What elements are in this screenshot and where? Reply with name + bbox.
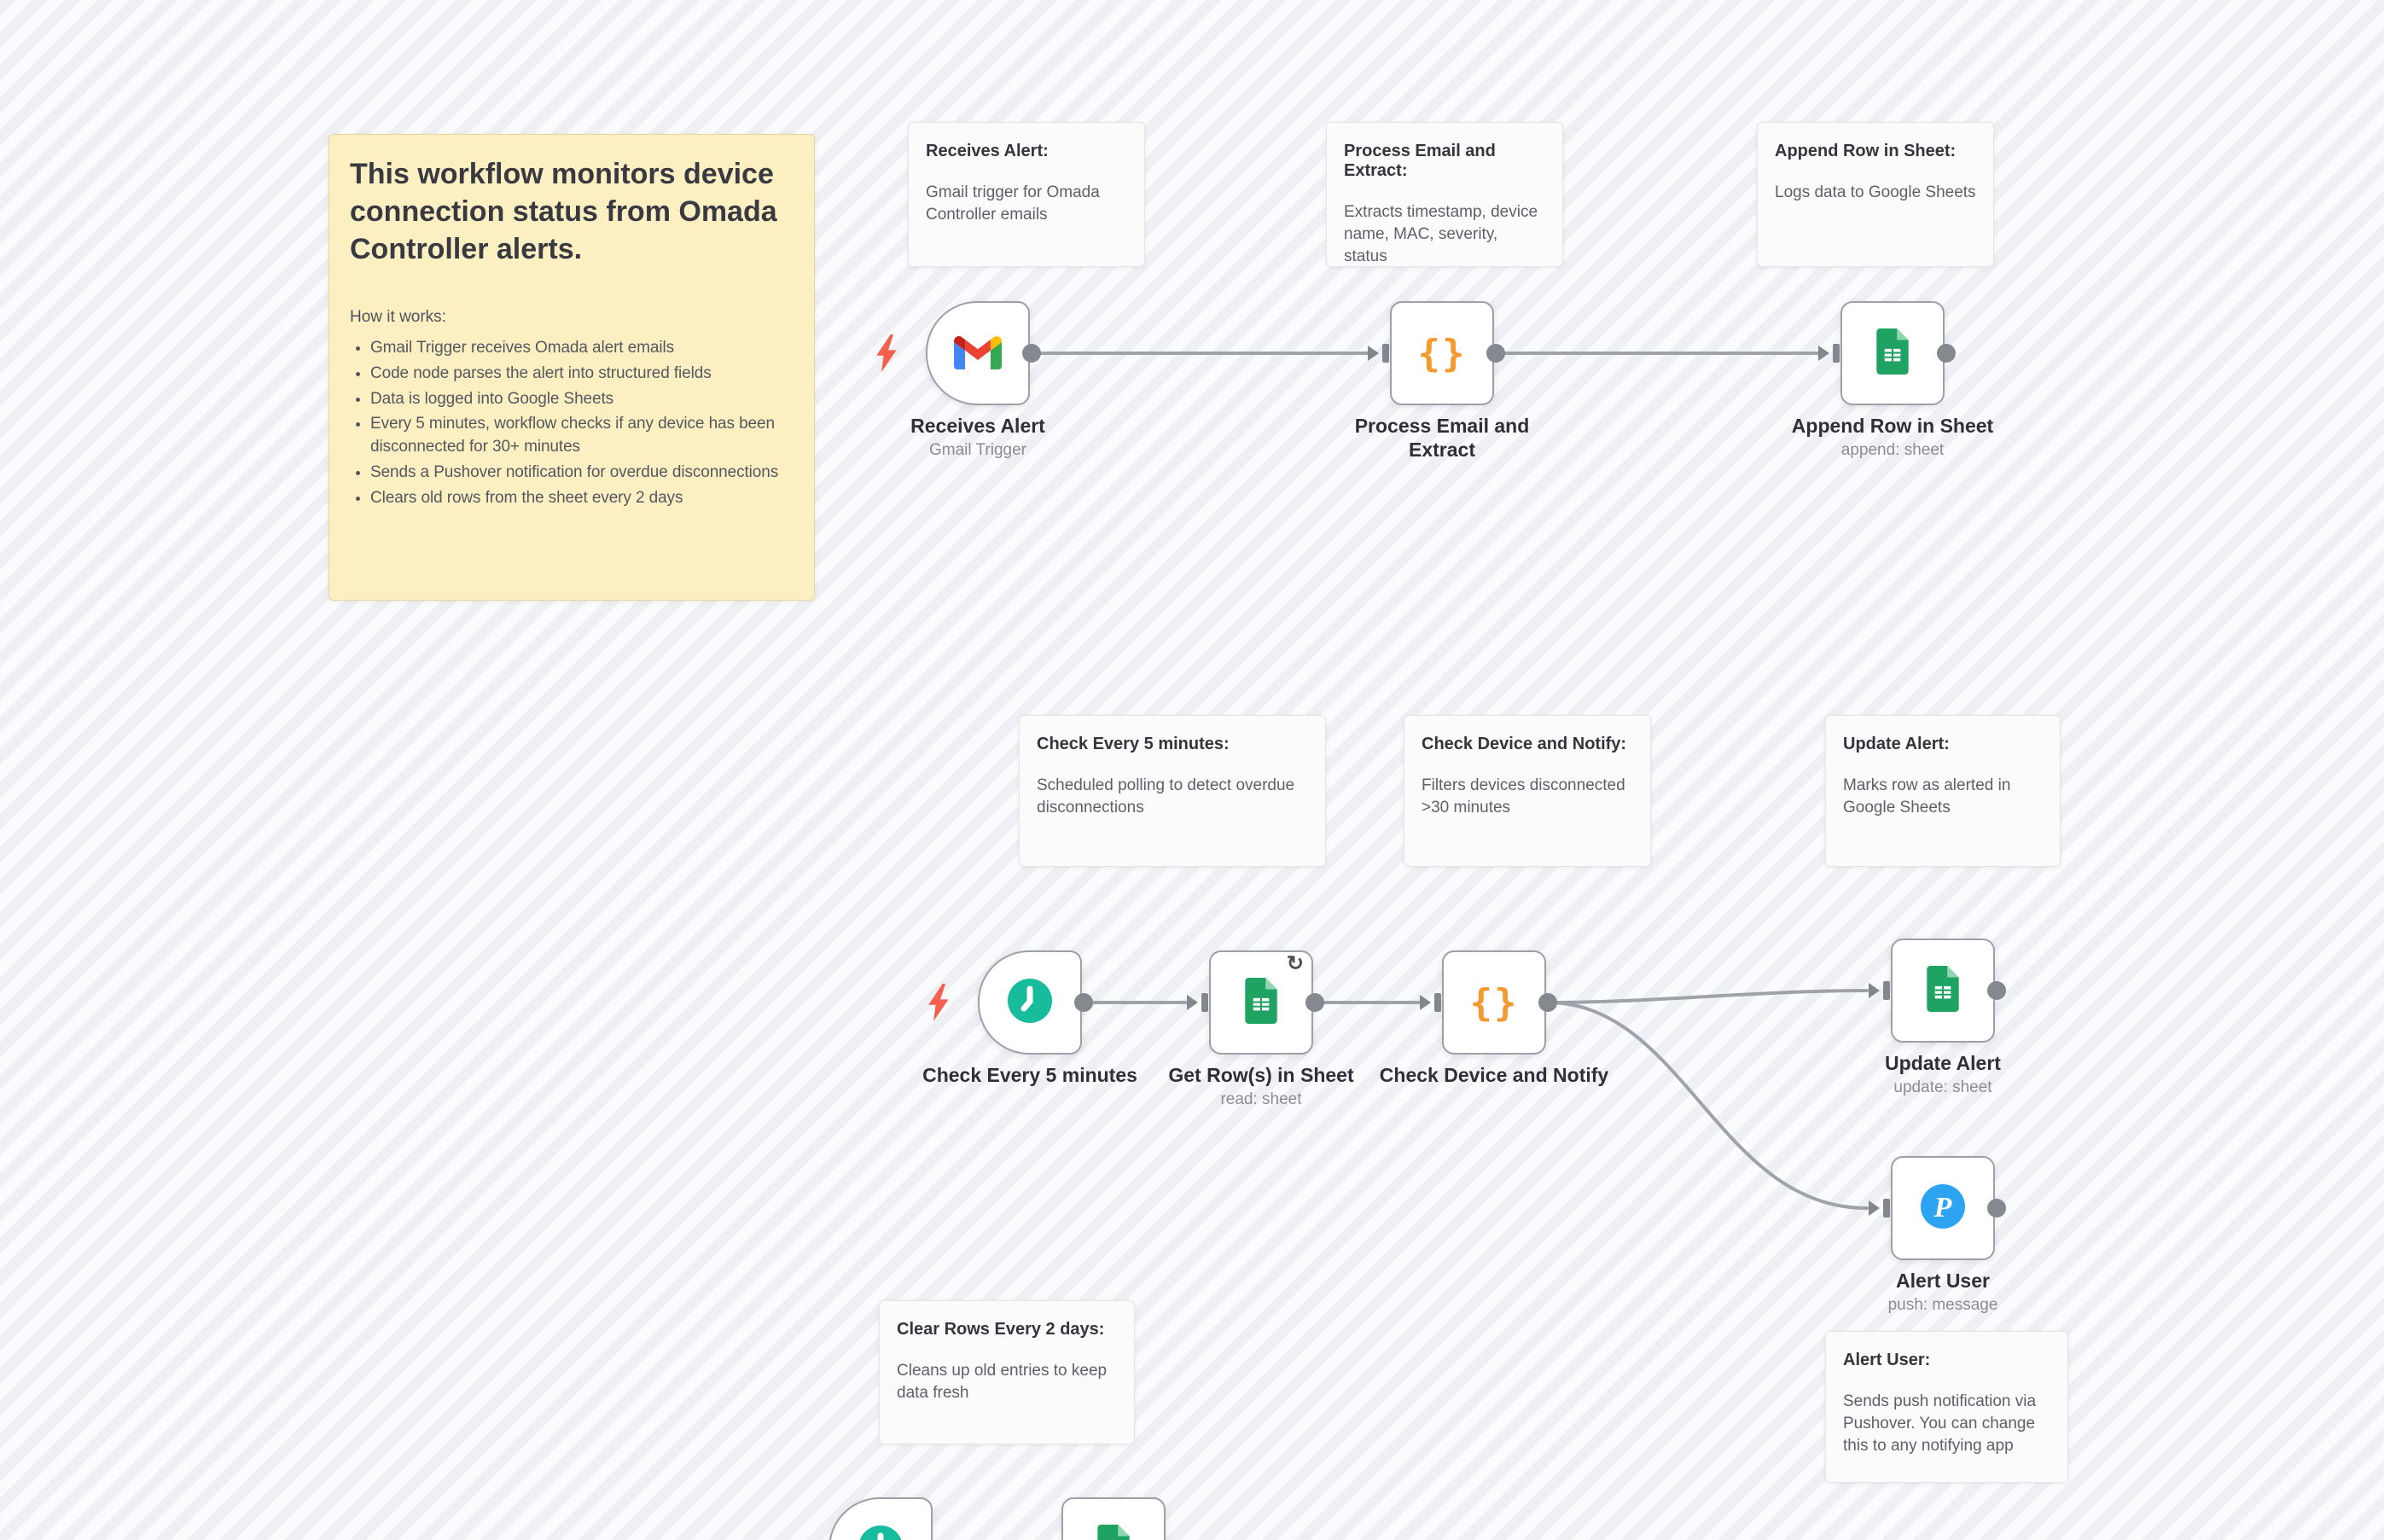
node-label: Alert User bbox=[1896, 1270, 1990, 1292]
node-receives-alert[interactable]: Receives Alert Gmail Trigger bbox=[876, 301, 1045, 459]
sticky-title: Alert User: bbox=[1843, 1351, 1931, 1369]
node-label: Process Email and Extract bbox=[1354, 415, 1530, 462]
how-it-works-bullet: Gmail Trigger receives Omada alert email… bbox=[370, 337, 794, 360]
node-check-device-and-notify[interactable]: {} Check Device and Notify bbox=[1380, 950, 1608, 1086]
how-it-works-bullet: Code node parses the alert into structur… bbox=[370, 363, 794, 386]
output-port[interactable] bbox=[1538, 993, 1557, 1012]
edge-checkdevice-to-alertuser bbox=[1548, 1001, 1869, 1210]
clock-icon bbox=[1006, 977, 1054, 1029]
output-port[interactable] bbox=[1486, 344, 1505, 363]
how-it-works-bullet: Sends a Pushover notification for overdu… bbox=[370, 462, 794, 485]
sticky-body: Filters devices disconnected >30 minutes bbox=[1422, 776, 1625, 817]
sticky-note-append-row[interactable]: Append Row in Sheet: Logs data to Google… bbox=[1757, 122, 1994, 267]
output-port[interactable] bbox=[1937, 344, 1956, 363]
node-label: Append Row in Sheet bbox=[1791, 415, 1994, 437]
node-sublabel: push: message bbox=[1887, 1296, 1998, 1314]
node-get-rows-in-sheet[interactable]: ↻ Get Row(s) in Sheet read: sheet bbox=[1168, 950, 1354, 1108]
sticky-body: Cleans up old entries to keep data fresh bbox=[897, 1362, 1108, 1403]
node-sublabel: append: sheet bbox=[1840, 441, 1945, 459]
how-it-works-bullet: Every 5 minutes, workflow checks if any … bbox=[370, 413, 794, 459]
sticky-note-clear-rows[interactable]: Clear Rows Every 2 days: Cleans up old e… bbox=[879, 1300, 1135, 1444]
sticky-body: Logs data to Google Sheets bbox=[1775, 183, 1976, 201]
node-label: Check Device and Notify bbox=[1379, 1064, 1609, 1086]
edge-checkdevice-to-updatealert bbox=[1548, 989, 1869, 1004]
google-sheets-icon bbox=[1243, 977, 1279, 1028]
clock-icon bbox=[857, 1524, 904, 1540]
sticky-overview-title: This workflow monitors device connection… bbox=[350, 158, 777, 266]
sticky-body: Marks row as alerted in Google Sheets bbox=[1843, 776, 2011, 817]
output-port[interactable] bbox=[1987, 1199, 2006, 1217]
node-append-row-in-sheet[interactable]: Append Row in Sheet append: sheet bbox=[1792, 301, 1993, 459]
node-label: Update Alert bbox=[1885, 1052, 2001, 1074]
output-port[interactable] bbox=[1987, 981, 2006, 1000]
how-it-works-bullet: Data is logged into Google Sheets bbox=[370, 388, 794, 411]
input-port[interactable] bbox=[1883, 981, 1890, 1000]
sticky-note-check-every[interactable]: Check Every 5 minutes: Scheduled polling… bbox=[1019, 715, 1326, 867]
google-sheets-icon bbox=[1096, 1524, 1131, 1540]
input-port[interactable] bbox=[1201, 993, 1208, 1012]
lightning-bolt-icon bbox=[928, 984, 951, 1021]
gmail-icon bbox=[954, 334, 1002, 374]
node-sublabel: update: sheet bbox=[1893, 1078, 1992, 1096]
sticky-title: Check Every 5 minutes: bbox=[1037, 735, 1230, 753]
node-check-every-5-minutes[interactable]: Check Every 5 minutes bbox=[922, 950, 1137, 1086]
output-port[interactable] bbox=[1074, 993, 1093, 1012]
sticky-note-alert-user[interactable]: Alert User: Sends push notification via … bbox=[1825, 1331, 2068, 1483]
refresh-icon: ↻ bbox=[1286, 952, 1304, 975]
node-label: Get Row(s) in Sheet bbox=[1168, 1064, 1354, 1086]
input-port[interactable] bbox=[1833, 344, 1840, 363]
sticky-note-overview[interactable]: This workflow monitors device connection… bbox=[329, 134, 815, 601]
output-port[interactable] bbox=[1022, 344, 1041, 363]
node-label: Receives Alert bbox=[910, 415, 1045, 437]
sticky-body: Scheduled polling to detect overdue disc… bbox=[1037, 776, 1295, 817]
code-braces-icon: {} bbox=[1417, 331, 1467, 375]
google-sheets-icon bbox=[1875, 328, 1910, 379]
input-port[interactable] bbox=[1883, 1199, 1890, 1217]
sticky-body: Extracts timestamp, device name, MAC, se… bbox=[1344, 203, 1538, 266]
sticky-note-process-email[interactable]: Process Email and Extract: Extracts time… bbox=[1326, 122, 1563, 267]
sticky-title: Check Device and Notify: bbox=[1422, 735, 1627, 753]
sticky-title: Process Email and Extract: bbox=[1344, 142, 1496, 180]
node-clear-rows-trigger[interactable] bbox=[829, 1497, 933, 1540]
pushover-icon: P bbox=[1919, 1183, 1967, 1235]
sticky-note-receives-alert[interactable]: Receives Alert: Gmail trigger for Omada … bbox=[908, 122, 1145, 267]
node-alert-user[interactable]: P Alert User push: message bbox=[1883, 1156, 2006, 1314]
sticky-note-check-device[interactable]: Check Device and Notify: Filters devices… bbox=[1404, 715, 1651, 867]
sticky-body: Sends push notification via Pushover. Yo… bbox=[1843, 1392, 2037, 1456]
node-sublabel: Gmail Trigger bbox=[928, 441, 1027, 459]
sticky-note-update-alert[interactable]: Update Alert: Marks row as alerted in Go… bbox=[1825, 715, 2061, 867]
sticky-title: Receives Alert: bbox=[926, 142, 1049, 160]
output-port[interactable] bbox=[1305, 993, 1324, 1012]
code-braces-icon: {} bbox=[1469, 980, 1519, 1025]
node-clear-sheet[interactable] bbox=[1061, 1497, 1166, 1540]
node-update-alert[interactable]: Update Alert update: sheet bbox=[1883, 939, 2006, 1096]
sticky-title: Update Alert: bbox=[1843, 735, 1950, 753]
sticky-title: Append Row in Sheet: bbox=[1775, 142, 1957, 160]
google-sheets-icon bbox=[1925, 965, 1961, 1016]
sticky-overview-subtitle: How it works: bbox=[350, 307, 446, 326]
sticky-body: Gmail trigger for Omada Controller email… bbox=[926, 183, 1100, 224]
input-port[interactable] bbox=[1434, 993, 1441, 1012]
node-process-email-and-extract[interactable]: {} Process Email and Extract bbox=[1355, 301, 1529, 461]
how-it-works-list: Gmail Trigger receives Omada alert email… bbox=[350, 337, 794, 511]
svg-text:P: P bbox=[1933, 1192, 1952, 1223]
node-sublabel: read: sheet bbox=[1220, 1090, 1302, 1108]
input-port[interactable] bbox=[1382, 344, 1389, 363]
node-label: Check Every 5 minutes bbox=[922, 1064, 1137, 1086]
lightning-bolt-icon bbox=[876, 334, 898, 372]
how-it-works-bullet: Clears old rows from the sheet every 2 d… bbox=[370, 487, 794, 510]
sticky-title: Clear Rows Every 2 days: bbox=[897, 1320, 1105, 1339]
